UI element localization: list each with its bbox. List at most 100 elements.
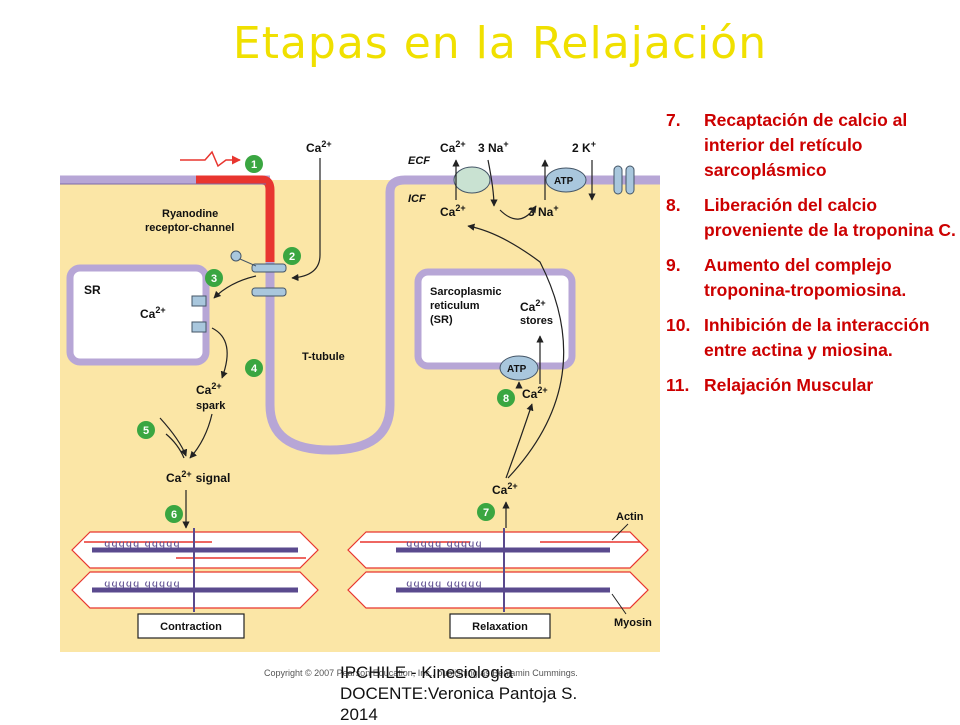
na-pump-arrow [499,205,537,220]
ca-text: Ca [440,141,456,155]
stores-label: stores [520,315,553,327]
voltage-sensor [230,250,242,262]
k-text: 2 K [572,141,591,155]
spark-to-signal-arrow-1 [189,413,213,459]
marker-number: 6 [171,509,177,521]
step-text: Liberación del calcio proveniente de la … [704,195,956,240]
ca-signal-label: Ca2+signal [166,469,230,485]
icf-label: ICF [408,193,426,205]
ca-text: Ca [522,387,538,401]
sarco-label-2: reticulum [430,300,480,312]
ryanodine-label-1: Ryanodine [162,208,218,220]
sr-label: SR [84,283,101,297]
step-text: Recaptación de calcio al interior del re… [704,110,908,180]
ca-in-label: Ca2+ [440,203,466,219]
dhp-receptor [251,263,287,273]
relaxation-steps-list: 7. Recaptación de calcio al interior del … [666,108,956,408]
serca-label: ATP [507,364,527,375]
step-marker-3: 3 [205,269,223,287]
step-number: 10. [666,315,691,335]
step-marker-7: 7 [477,503,495,521]
step-7: 7. Recaptación de calcio al interior del … [666,108,956,183]
ca-text: Ca [140,307,156,321]
sr-stores-ca-label: Ca2+ [520,298,546,314]
spark-to-signal-arrow-3 [165,433,185,459]
step-number: 11. [666,375,690,395]
copyright-strip [60,652,660,688]
myosin-heads: ყყყყყ ყყყყყ [406,577,482,591]
sr-ca-label: Ca2+ [140,305,166,321]
step-11: 11. Relajación Muscular [666,373,956,398]
sarcoplasmic-reticulum-right [414,268,576,370]
k-sup: + [591,139,596,149]
ca-sup: 2+ [455,203,465,213]
marker-number: 1 [251,159,257,171]
myosin-label: Myosin [614,617,652,629]
ecf-label: ECF [408,155,430,167]
ca-release-arrow [213,275,257,299]
step-marker-6: 6 [165,505,183,523]
step-marker-4: 4 [245,359,263,377]
sarcolemma-red [196,175,275,262]
step-10: 10.Inhibición de la interacción entre ac… [666,313,956,363]
ryanodine-channel-upper [191,295,207,307]
ca-sup: 2+ [455,139,465,149]
contraction-label: Contraction [160,621,222,633]
contraction-box [137,613,245,639]
excitation-relaxation-diagram: SR Ca2+ Ryanodine receptor-channel Ca2+ … [60,128,660,688]
ca-text: Ca [196,383,212,397]
ca-sup: 2+ [321,139,331,149]
ca-sup: 2+ [537,385,547,395]
spark-to-signal-arrow-2 [159,417,188,457]
channel-protein-a [613,165,623,195]
serca-pump [499,355,539,381]
sarcomere-contraction: ყყყყყ ყყყყყ ყყყყყ ყყყყყ [71,528,319,612]
slide-footer: IPCHILE - Kinesiologia DOCENTE:Veronica … [340,662,577,725]
ryanodine-channel-lower [191,321,207,333]
na-out-label: 3 Na+ [478,139,509,155]
ryanodine-label-2: receptor-channel [145,222,234,234]
step-marker-8: 8 [497,389,515,407]
footer-line-1: IPCHILE - Kinesiologia [340,663,513,682]
footer-line-2: DOCENTE:Veronica Pantoja S. [340,684,578,703]
step-text: Relajación Muscular [704,375,874,395]
na-text: 3 Na [478,141,504,155]
ca-troponin-label: Ca2+ [492,481,518,497]
myosin-heads: ყყყყყ ყყყყყ [406,537,482,551]
relaxation-box [449,613,551,639]
ca-entry-arrow [291,158,321,282]
marker-number: 3 [211,273,217,285]
ca-out-label: Ca2+ [440,139,466,155]
slide-title: Etapas en la Relajación [232,18,768,69]
ca-text: Ca [440,205,456,219]
marker-number: 2 [289,251,295,263]
footer-line-3: 2014 [340,705,378,724]
ca-sup: 2+ [211,381,221,391]
marker-number: 4 [251,363,258,375]
marker-number: 8 [503,393,509,405]
action-potential-arrow [180,150,241,168]
step-number: 7. [666,110,681,130]
actin-label: Actin [616,511,644,523]
marker-number: 7 [483,507,489,519]
sarco-label-3: (SR) [430,314,453,326]
ca-to-membrane-arrow [467,223,565,479]
spark-label: spark [196,400,226,412]
sarco-label-1: Sarcoplasmic [430,286,502,298]
ca-sup: 2+ [155,305,165,315]
relaxation-label: Relaxation [472,621,528,633]
actin-pointer [611,523,629,541]
na-influx-arrow [487,159,498,207]
copyright-text: Copyright © 2007 Pearson Education, Inc.… [264,668,578,678]
ca-spark-arrow [211,327,228,379]
marker-number: 5 [143,425,149,437]
ca-sup: 2+ [535,298,545,308]
ca-reuptake-label: Ca2+ [522,385,548,401]
sarcomere-relaxation: ყყყყყ ყყყყყ ყყყყყ ყყყყყ [347,528,649,612]
ca-ecf-label: Ca2+ [306,139,332,155]
ca-text: Ca [306,141,322,155]
step-9: 9.Aumento del complejo troponina-tropomi… [666,253,956,303]
ca-sup: 2+ [507,481,517,491]
ca-release-troponin-arrow [505,403,534,479]
step-number: 9. [666,255,681,275]
